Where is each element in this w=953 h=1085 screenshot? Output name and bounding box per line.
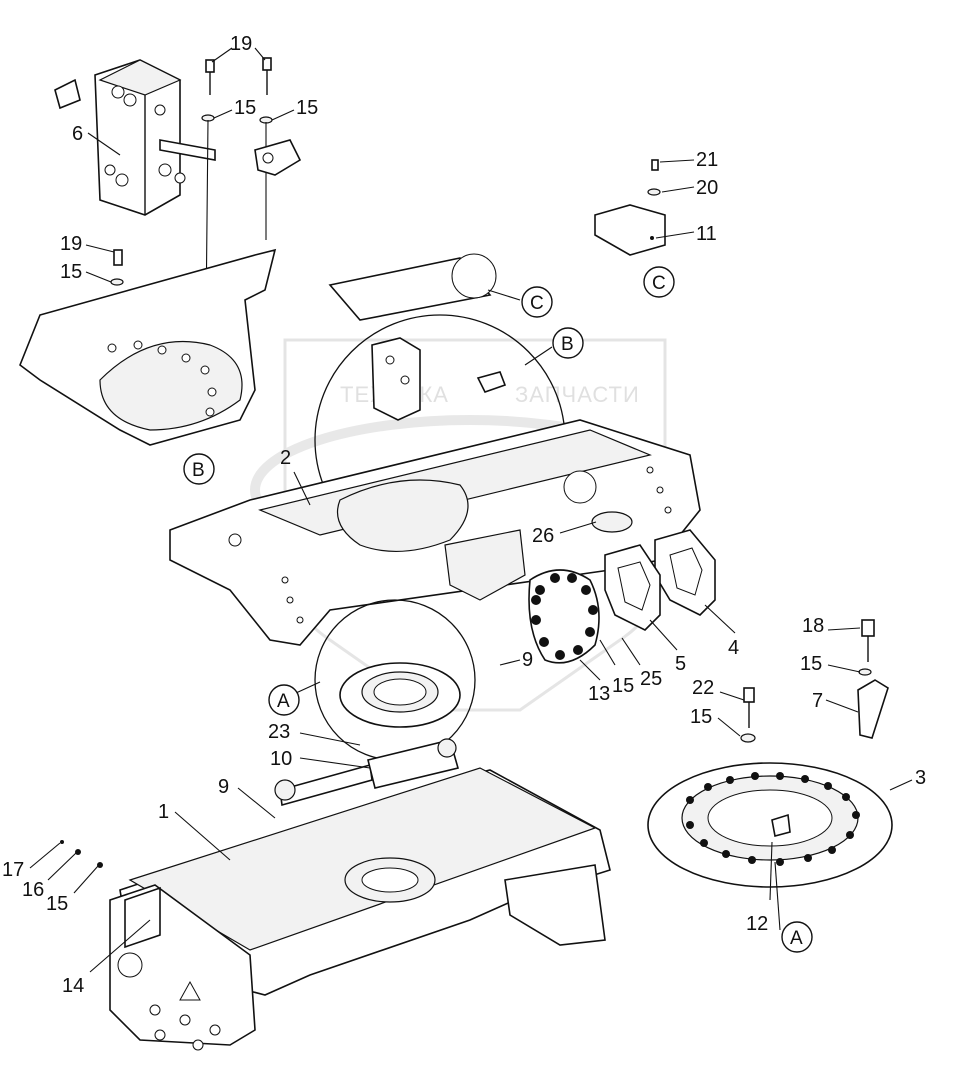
- callout-15-right-upper: 15: [800, 653, 822, 675]
- callout-18: 18: [802, 615, 824, 637]
- svg-text:B: B: [192, 460, 205, 481]
- callout-4: 4: [728, 637, 739, 659]
- slewing-ring-part-3: [647, 619, 893, 888]
- small-fasteners-17-16-15: [60, 840, 103, 868]
- view-marker-c-frame: C: [521, 286, 553, 318]
- callout-labels: 19 15 15 6 19 15 21 20 11 2 26 4 5 25 15…: [2, 33, 926, 997]
- callout-23: 23: [268, 721, 290, 743]
- bolt-19-top-right: [259, 57, 273, 240]
- cover-plate-part-11: [594, 159, 666, 256]
- callout-13: 13: [588, 683, 610, 705]
- svg-text:A: A: [277, 691, 290, 712]
- view-marker-a-circle: A: [268, 684, 300, 716]
- top-shield-plate: [328, 253, 497, 321]
- callout-16: 16: [22, 879, 44, 901]
- callout-11: 11: [696, 223, 717, 245]
- callout-26: 26: [532, 525, 554, 547]
- callout-20: 20: [696, 177, 718, 199]
- callout-6: 6: [72, 123, 83, 145]
- gasket-part-4: [654, 529, 716, 616]
- gasket-part-5: [604, 544, 661, 631]
- callout-15-right-lower: 15: [690, 706, 712, 728]
- callout-22: 22: [692, 677, 714, 699]
- callout-15-bottom-left: 15: [46, 893, 68, 915]
- svg-text:C: C: [530, 293, 544, 314]
- callout-10: 10: [270, 748, 292, 770]
- callout-9-upper: 9: [522, 649, 533, 671]
- leader-lines: [29, 47, 913, 973]
- cylinder-part-10: [274, 738, 459, 807]
- svg-text:A: A: [790, 928, 803, 949]
- watermark-right-text: ЗАПЧАСТИ: [515, 382, 640, 407]
- callout-15-center: 15: [612, 675, 634, 697]
- view-marker-b-upper-left: B: [183, 453, 215, 485]
- callout-7: 7: [812, 690, 823, 712]
- callout-25: 25: [640, 668, 662, 690]
- view-marker-b-frame: B: [552, 327, 584, 359]
- magnified-view-a-circle: [314, 599, 476, 761]
- view-marker-c-top: C: [643, 266, 675, 298]
- svg-text:C: C: [652, 273, 666, 294]
- callout-14: 14: [62, 975, 84, 997]
- callout-15-left: 15: [60, 261, 82, 283]
- callout-19-top: 19: [230, 33, 252, 55]
- valve-block-part-6: [54, 59, 216, 216]
- callout-12: 12: [746, 913, 768, 935]
- callout-5: 5: [675, 653, 686, 675]
- main-frame-part-2: [169, 419, 701, 646]
- bolt-ring-part-13: [528, 569, 600, 664]
- callout-19-left: 19: [60, 233, 82, 255]
- callout-15-top-right: 15: [296, 97, 318, 119]
- callout-3: 3: [915, 767, 926, 789]
- view-markers: B C C B A A: [183, 266, 813, 953]
- callout-1: 1: [158, 801, 169, 823]
- callout-15-top-left: 15: [234, 97, 256, 119]
- callout-17: 17: [2, 859, 24, 881]
- svg-text:B: B: [561, 334, 574, 355]
- view-marker-a-ring: A: [781, 921, 813, 953]
- callout-9-lower: 9: [218, 776, 229, 798]
- callout-2: 2: [280, 447, 291, 469]
- upper-frame-view-b: [19, 248, 277, 446]
- lower-frame-part-1: [109, 767, 611, 1051]
- callout-21: 21: [696, 149, 718, 171]
- bracket-part: [254, 139, 302, 176]
